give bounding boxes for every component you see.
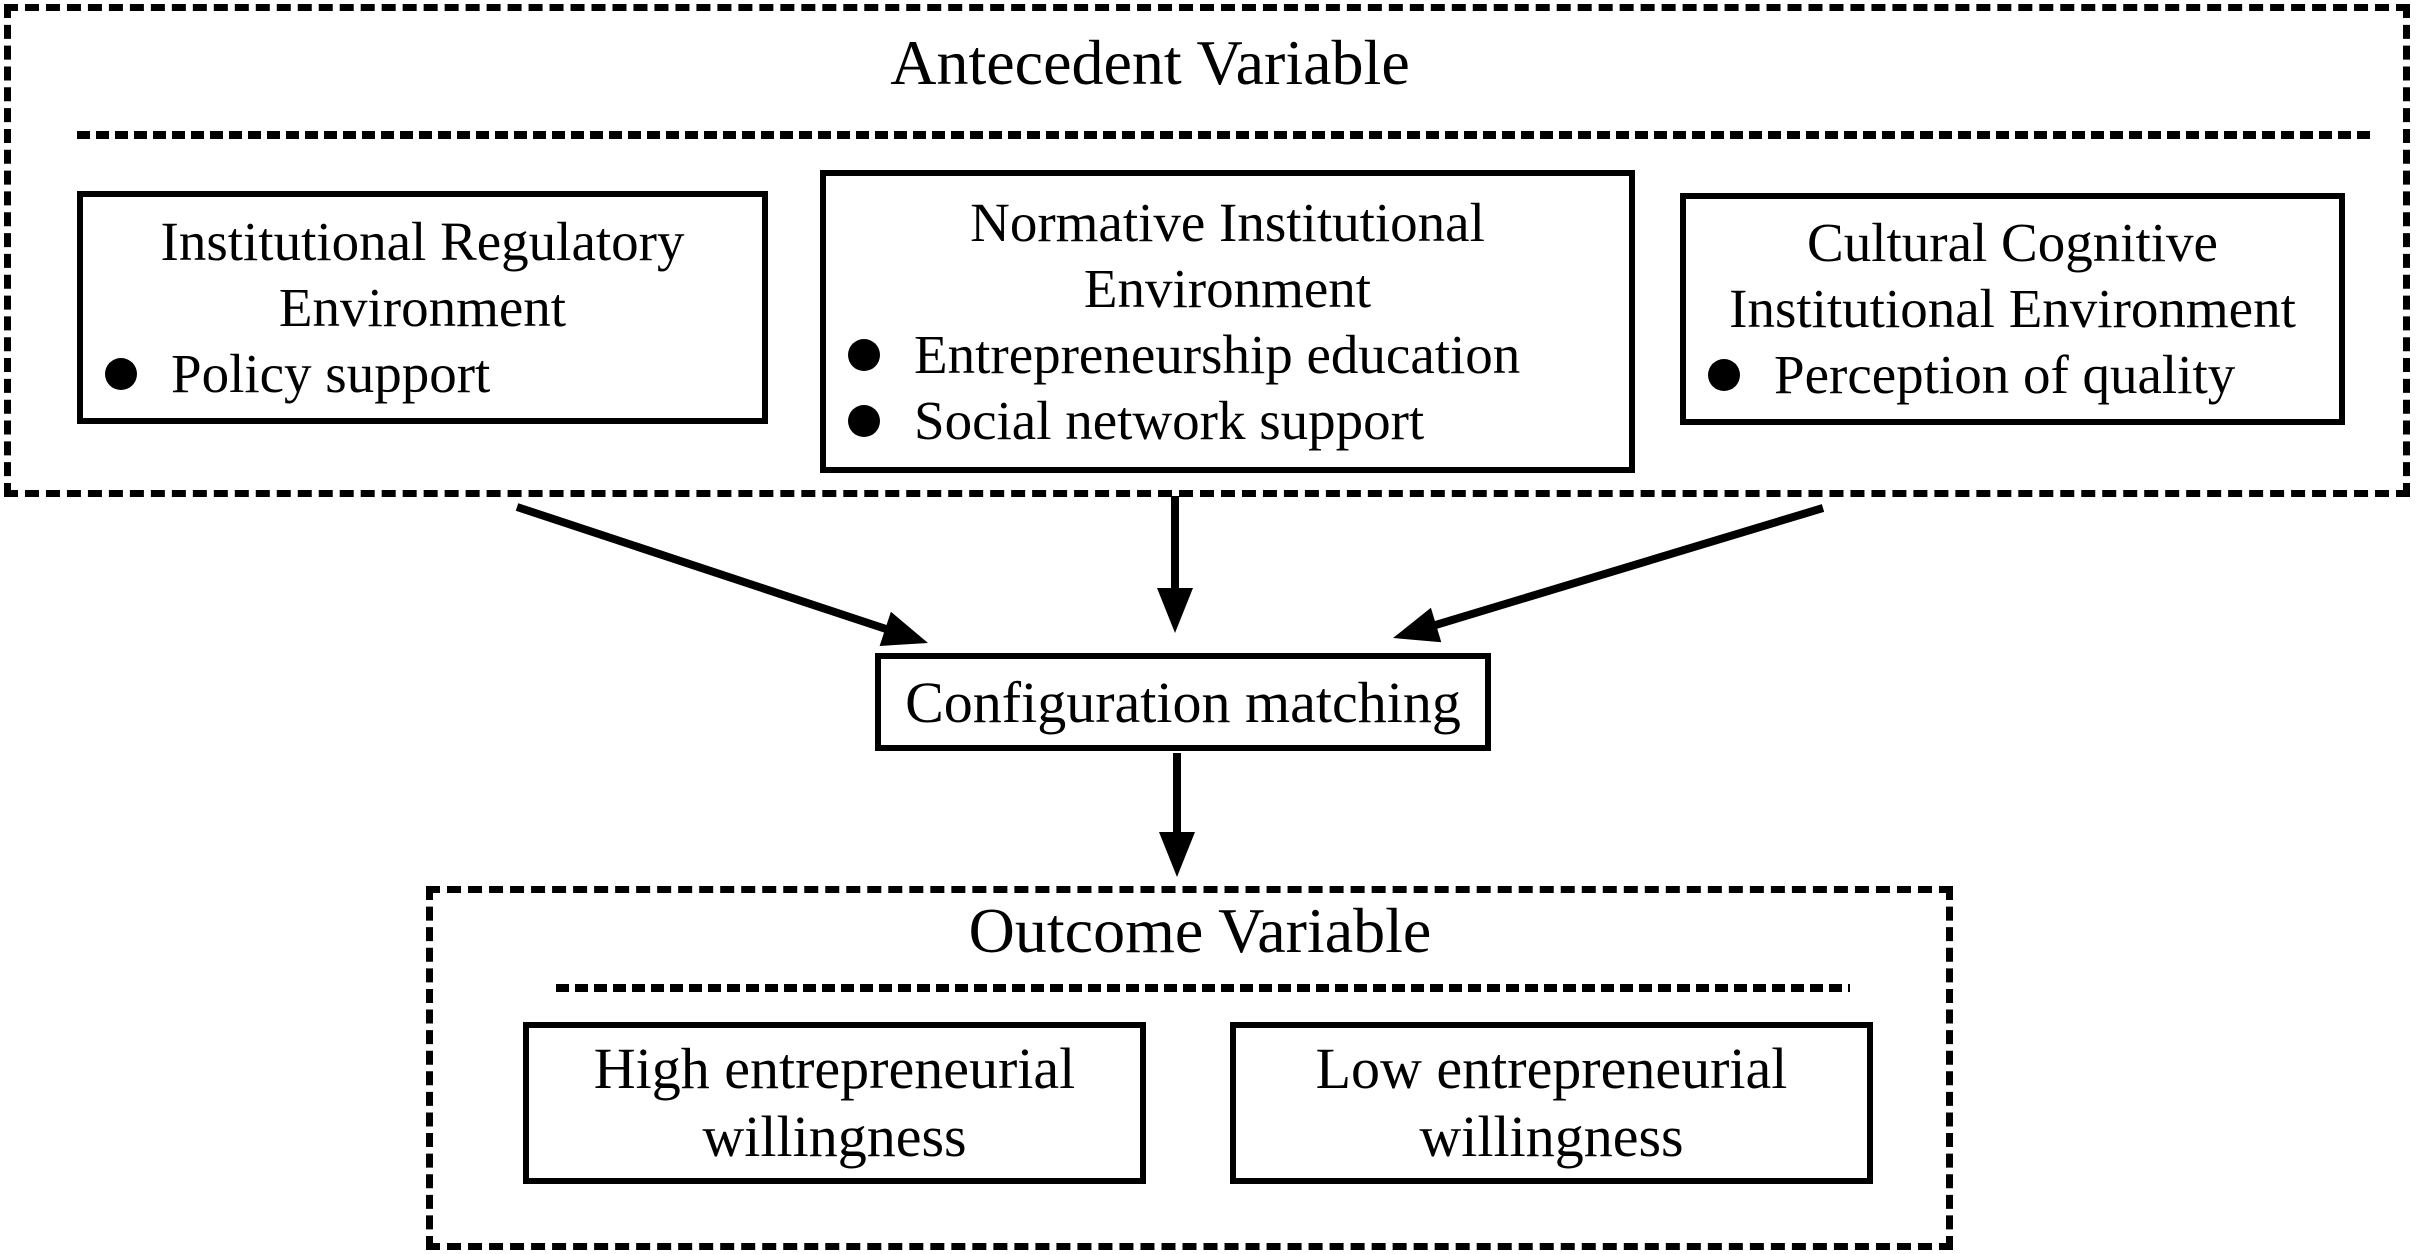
arrow-left-to-configuration [515, 503, 928, 646]
box-title-line: Environment [278, 276, 567, 338]
bullet-label: Perception of quality [1774, 344, 2236, 405]
bullet-icon [105, 357, 137, 390]
configuration-matching-label: Configuration matching [905, 669, 1461, 735]
box-title-line: Institutional Environment [1729, 278, 2296, 339]
box-low-entrepreneurial-willingness: Low entrepreneurial willingness [1230, 1022, 1873, 1184]
bullet-item: Social network support [826, 388, 1629, 454]
box-title-line: Normative Institutional [970, 191, 1485, 253]
antecedent-panel [4, 4, 2410, 497]
box-normative-institutional-environment: Normative Institutional Environment Entr… [820, 170, 1635, 473]
bullet-icon [848, 338, 880, 371]
bullet-icon [848, 404, 880, 437]
outcome-title: Outcome Variable [968, 895, 1432, 966]
bullet-item: Entrepreneurship education [826, 322, 1629, 388]
arrow-configuration-to-outcome [1159, 753, 1195, 877]
antecedent-title: Antecedent Variable [890, 27, 1410, 98]
box-title-line: Cultural Cognitive [1807, 212, 2218, 273]
outcome-title-divider [556, 984, 1850, 992]
outcome-box-line: willingness [702, 1104, 967, 1169]
arrow-middle-to-configuration [1157, 496, 1193, 633]
bullet-label: Policy support [171, 342, 491, 404]
arrow-right-to-configuration [1393, 504, 1825, 643]
outcome-box-line: willingness [1419, 1104, 1684, 1169]
bullet-label: Social network support [914, 389, 1425, 451]
box-title-line: Institutional Regulatory [160, 210, 685, 272]
bullet-icon [1708, 359, 1740, 391]
outcome-box-line: Low entrepreneurial [1315, 1036, 1788, 1101]
bullet-item: Policy support [83, 341, 762, 407]
antecedent-title-divider [77, 131, 2373, 139]
outcome-panel [426, 886, 1953, 1250]
box-institutional-regulatory-environment: Institutional Regulatory Environment Pol… [77, 191, 768, 424]
outcome-box-line: High entrepreneurial [593, 1036, 1076, 1101]
bullet-label: Entrepreneurship education [914, 323, 1521, 385]
bullet-item: Perception of quality [1686, 342, 2339, 408]
box-title-line: Environment [1083, 257, 1372, 319]
box-high-entrepreneurial-willingness: High entrepreneurial willingness [523, 1022, 1146, 1184]
configuration-matching-box: Configuration matching [875, 653, 1491, 751]
box-cultural-cognitive-environment: Cultural Cognitive Institutional Environ… [1680, 193, 2345, 425]
